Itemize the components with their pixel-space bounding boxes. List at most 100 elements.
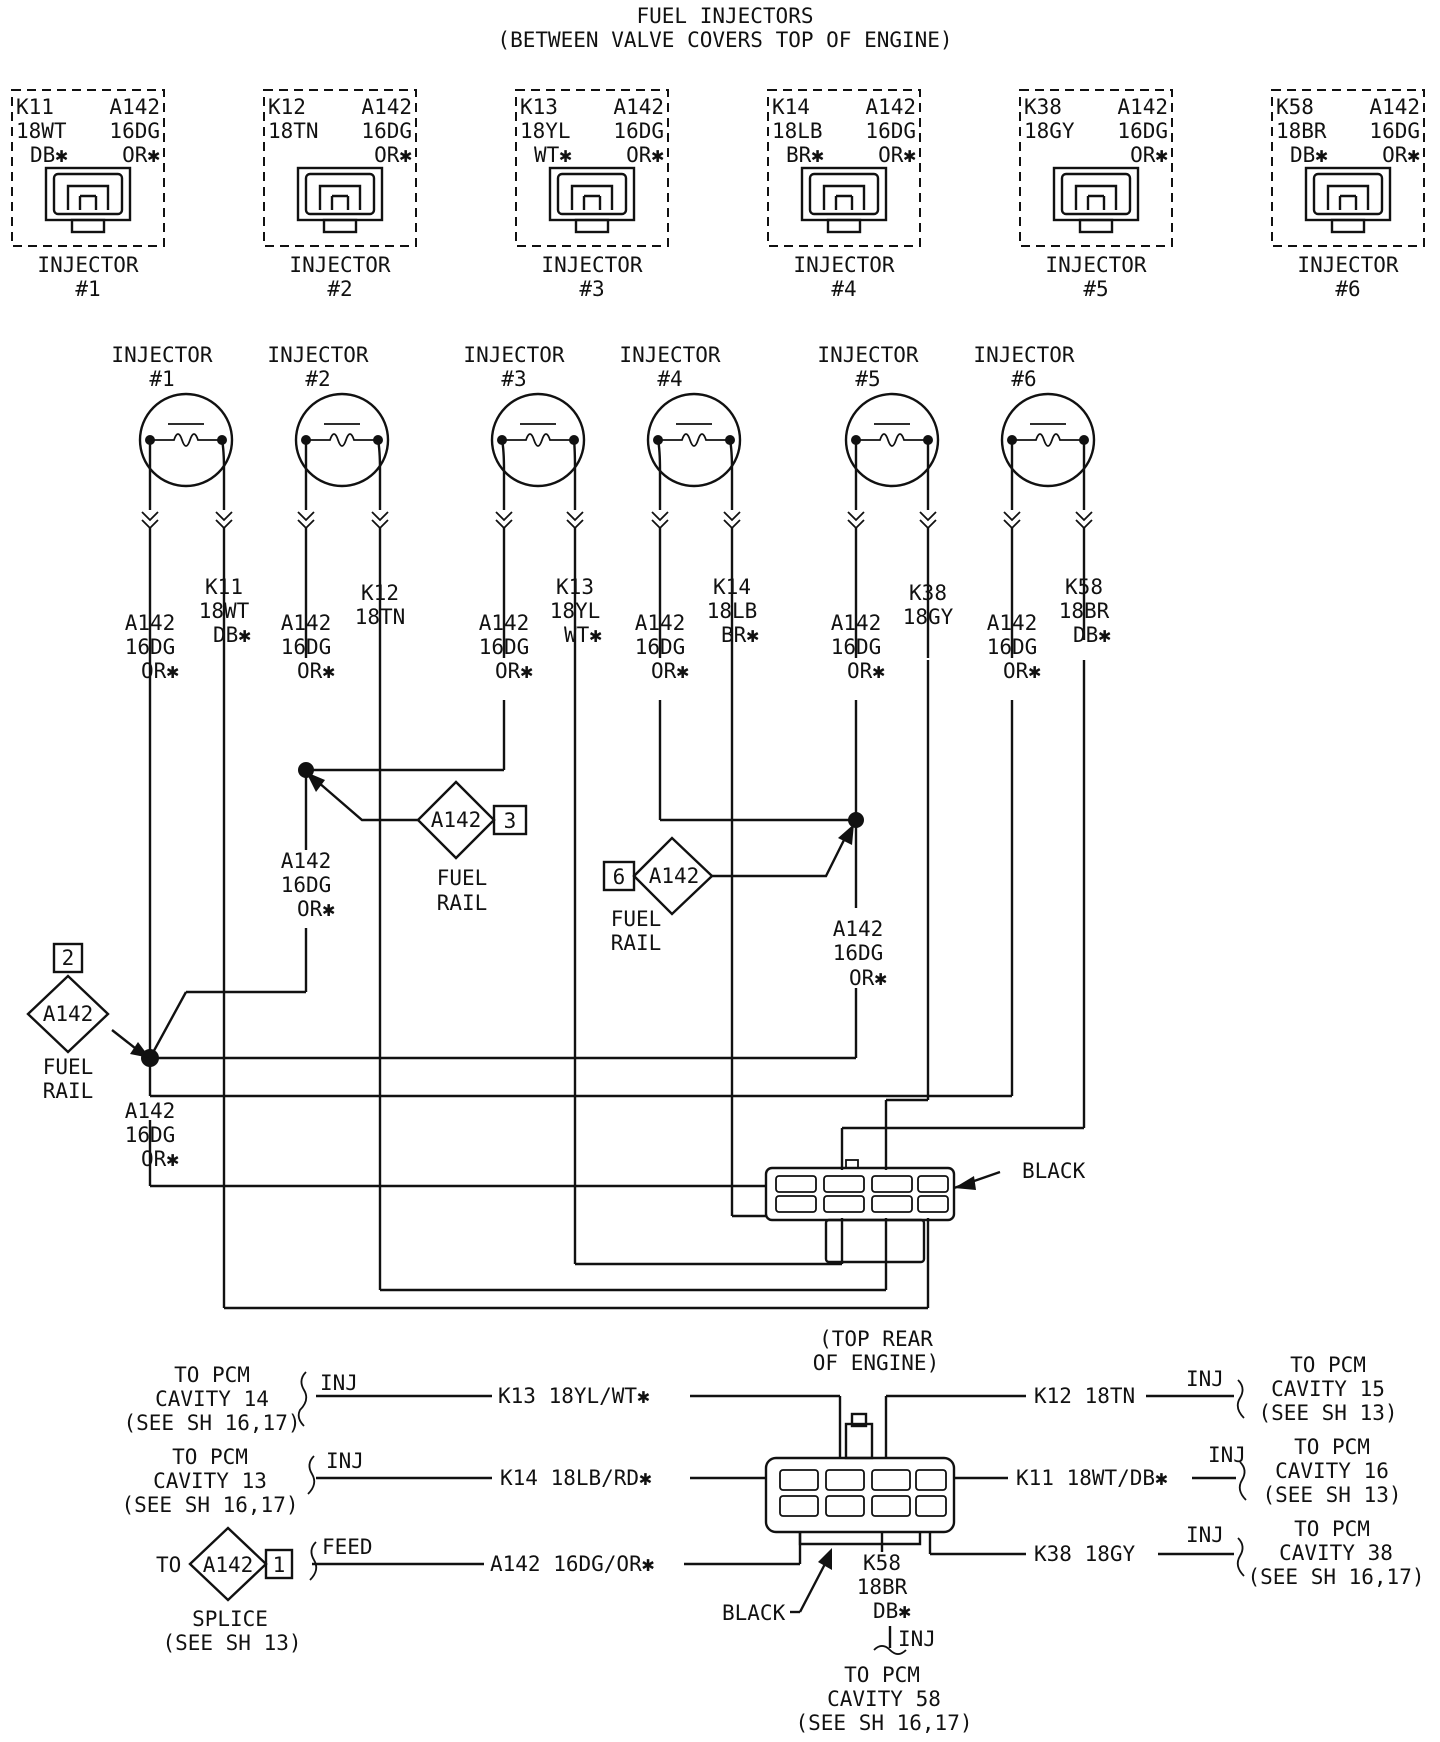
connector-number: #1 [75,277,100,301]
injector-coil-icon [138,392,234,488]
connector-label: INJECTOR [1045,253,1147,277]
wire-trace: OR✱ [847,659,885,683]
splice-to-label: TO [156,1553,181,1577]
pcm-destination: CAVITY 14 [155,1387,269,1411]
connector-a-wire-trace: OR✱ [374,143,412,167]
connector-a-wire-trace: OR✱ [1130,143,1168,167]
wire-trace: OR✱ [1003,659,1041,683]
wire-spec: K14 18LB/RD✱ [500,1466,652,1490]
connector-face-icon [1052,166,1140,234]
connector-face-icon [548,166,636,234]
wire-trace: OR✱ [495,659,533,683]
connector-face-icon [800,166,888,234]
connector-color-label: BLACK [722,1601,786,1625]
pcm-wire-row-k38: K38 18GY INJ TO PCM CAVITY 38 (SEE SH 16… [1034,1517,1425,1589]
injector-coil-icon [1000,392,1096,488]
black-harness-connector: BLACK [764,1159,1086,1264]
splice-a142-6: 6 A142 FUEL RAIL [602,836,714,955]
pcm-destination: CAVITY 58 [827,1687,941,1711]
injector-number: #2 [305,367,330,391]
connector-k-wire-gauge: 18YL [520,119,571,143]
connector-k-wire-trace: BR✱ [786,143,824,167]
splice-subtitle: (SEE SH 13) [162,1631,301,1655]
injector-number: #1 [149,367,174,391]
connector-color-label: BLACK [1022,1159,1086,1183]
connector-label: INJECTOR [37,253,139,277]
connector-k-wire-id: K14 [772,95,810,119]
injector-connector-row: K1118WTDB✱A14216DGOR✱INJECTOR#1K1218TNA1… [11,89,1425,301]
connector-k-wire-id: K38 [1024,95,1062,119]
pcm-destination: CAVITY 16 [1275,1459,1389,1483]
pcm-wire-row-feed: TO A142 1 FEED A142 16DG/OR✱ SPLICE (SEE… [156,1526,655,1655]
wire-trace: OR✱ [141,1147,179,1171]
wire-trace: OR✱ [297,659,335,683]
wire-trace: OR✱ [141,659,179,683]
pcm-destination: (SEE SH 16,17) [795,1711,972,1735]
connector-location: (TOP REAR [819,1327,933,1351]
connector-a-wire-id: A142 [865,95,916,119]
injector-label: INJECTOR [973,343,1075,367]
wire-gauge: 16DG [125,1123,176,1147]
pcm-destination: TO PCM [1290,1353,1366,1377]
connector-number: #4 [831,277,856,301]
injector-number: #5 [855,367,880,391]
connector-face-icon [1304,166,1392,234]
circuit-tag: INJ [326,1449,364,1473]
splice-id: A142 [203,1553,254,1577]
circuit-tag: INJ [898,1627,936,1651]
circuit-tag: FEED [322,1535,373,1559]
splice-id: A142 [649,864,700,888]
connector-a-wire-trace: OR✱ [122,143,160,167]
wire-spec: K13 18YL/WT✱ [498,1384,650,1408]
wire-id: K58 [863,1551,901,1575]
pcm-destination: TO PCM [844,1663,920,1687]
wire-id: A142 [833,917,884,941]
wire-label-a142-main: A142 16DG OR✱ [125,1099,180,1171]
connector-label: INJECTOR [541,253,643,277]
circuit-tag: INJ [1186,1523,1224,1547]
connector-k-wire-id: K13 [520,95,558,119]
connector-number: #3 [579,277,604,301]
connector-k-wire-id: K58 [1276,95,1314,119]
wire-trace: WT✱ [564,623,602,647]
connector-label: INJECTOR [793,253,895,277]
wire-spec: K11 18WT/DB✱ [1016,1466,1168,1490]
pcm-destination: (SEE SH 16,17) [1247,1565,1424,1589]
connector-k-wire-gauge: 18GY [1024,119,1075,143]
splice-label: FUEL [611,907,662,931]
splice-label: RAIL [43,1079,94,1103]
connector-number: #2 [327,277,352,301]
pcm-wire-row-k14: TO PCM CAVITY 13 (SEE SH 16,17) INJ K14 … [121,1445,652,1517]
wire-gauge: 16DG [281,873,332,897]
connector-number: #5 [1083,277,1108,301]
splice-a142-2: 2 A142 FUEL RAIL [26,942,110,1103]
connector-a-wire-gauge: 16DG [361,119,412,143]
pcm-destination: TO PCM [174,1363,250,1387]
splice-number: 6 [613,865,626,889]
pcm-destination: (SEE SH 13) [1262,1483,1401,1507]
wire-gauge: 18BR [857,1575,908,1599]
harness-wiring [111,560,1086,1310]
connector-k-wire-trace: WT✱ [534,143,572,167]
pcm-destination: TO PCM [1294,1517,1370,1541]
splice-id: A142 [43,1002,94,1026]
splice-label: FUEL [43,1055,94,1079]
wire-trace: DB✱ [213,623,251,647]
connector-k-wire-gauge: 18LB [772,119,823,143]
pcm-destination: CAVITY 13 [153,1469,267,1493]
wire-spec: K12 18TN [1034,1384,1135,1408]
injector-label: INJECTOR [463,343,565,367]
splice-label: FUEL [437,866,488,890]
connector-a-wire-trace: OR✱ [1382,143,1420,167]
pcm-wire-row-k12: K12 18TN INJ TO PCM CAVITY 15 (SEE SH 13… [1034,1353,1398,1425]
